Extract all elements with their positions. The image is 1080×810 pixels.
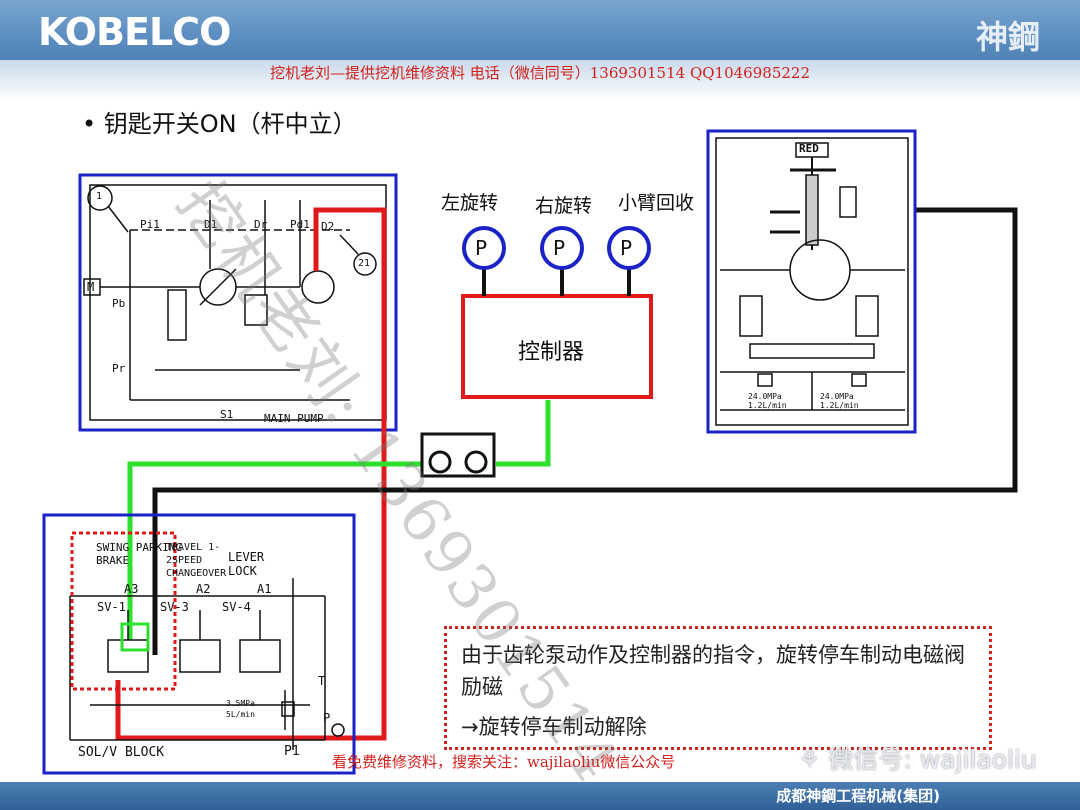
wechat-icon: ⚘ xyxy=(798,745,821,774)
swing-motor-schematic xyxy=(715,137,909,426)
port-d2: D2 xyxy=(321,220,335,233)
slide-bullet: • 钥匙开关ON（杆中立） xyxy=(82,110,357,138)
controller-label: 控制器 xyxy=(518,340,585,365)
valve-sv4: SV-4 xyxy=(222,600,251,614)
valve-sv3: SV-3 xyxy=(160,600,189,614)
valve-sv1: SV-1 xyxy=(97,600,126,614)
port-p1: P1 xyxy=(284,744,300,759)
port-s1: S1 xyxy=(220,408,234,421)
sensor-left-swing xyxy=(462,226,506,270)
contact-line: 挖机老刘—提供挖机维修资料 电话（微信同号）1369301514 QQ10469… xyxy=(269,64,810,82)
sensor-p-arm: P xyxy=(620,236,633,260)
header-bar xyxy=(0,0,1080,68)
port-a1: A1 xyxy=(257,582,272,596)
gear-pump-wheel-left xyxy=(428,450,452,474)
footer-company: 成都神鋼工程机械(集团) xyxy=(776,787,940,805)
explanation-note: 由于齿轮泵动作及控制器的指令，旋转停车制动电磁阀励磁 →旋转停车制动解除 xyxy=(444,626,992,750)
callout-1: 1 xyxy=(96,191,103,202)
port-a3: A3 xyxy=(124,582,139,596)
footer-bar xyxy=(0,782,1080,810)
group-travel: TRAVEL 1-2SPEED CHANGEOVER xyxy=(166,542,227,579)
swing-red-label: RED xyxy=(799,142,819,155)
bullet-text: 钥匙开关ON（杆中立） xyxy=(103,110,357,138)
port-d1: D1 xyxy=(204,218,218,231)
sensor-p-right: P xyxy=(553,236,566,260)
sol-block-frame xyxy=(42,513,356,775)
motor-m: M xyxy=(87,280,95,294)
sensor-arm-in xyxy=(607,226,651,270)
swing-brake-highlight xyxy=(70,531,177,691)
solenoid-highlight xyxy=(120,622,150,652)
port-t: T xyxy=(318,674,326,688)
swing-left-spec-1: 24.0MPa xyxy=(748,392,782,401)
port-dr: Dr xyxy=(254,218,268,231)
sensor-p-left: P xyxy=(475,236,488,260)
wechat-id: 微信号: wajilaoliu xyxy=(828,745,1037,774)
gear-pump-wheel-right xyxy=(464,450,488,474)
wechat-watermark: ⚘ 微信号: wajilaoliu xyxy=(798,740,1037,776)
sol-block-schematic xyxy=(69,578,345,750)
swing-right-spec-2: 1.2L/min xyxy=(820,401,859,410)
sol-block-caption: SOL/V BLOCK xyxy=(78,745,165,760)
label-right-swing: 右旋转 xyxy=(535,195,593,217)
green-line-left xyxy=(127,461,422,640)
controller-box xyxy=(461,294,653,399)
swing-right-spec-1: 24.0MPa xyxy=(820,392,854,401)
port-pi1: Pi1 xyxy=(140,218,160,231)
main-pump-caption: MAIN PUMP xyxy=(264,412,324,425)
group-lever-lock: LEVER LOCK xyxy=(228,550,265,578)
footer-ad: 看免费维修资料，搜索关注：wajilaoliu微信公众号 xyxy=(332,753,676,771)
red-pressure-line xyxy=(115,207,387,741)
label-left-swing: 左旋转 xyxy=(441,192,499,214)
port-p: P xyxy=(323,711,331,725)
group-swing-brake: SWING PARKING BRAKE xyxy=(96,541,183,567)
sensor-right-swing xyxy=(540,226,584,270)
note-line-1: 由于齿轮泵动作及控制器的指令，旋转停车制动电磁阀励磁 xyxy=(461,643,965,699)
brand-logo: KOBELCO xyxy=(38,10,231,54)
swing-left-spec-2: 1.2L/min xyxy=(748,401,787,410)
header-fade xyxy=(0,60,1080,100)
brand-logo-cn: 神鋼 xyxy=(975,18,1040,56)
callout-21: 21 xyxy=(358,258,371,269)
note-line-2: →旋转停车制动解除 xyxy=(461,715,647,739)
relief-spec-2: 5L/min xyxy=(226,710,255,719)
port-pd1: Pd1 xyxy=(290,218,310,231)
relief-spec-1: 3.5MPa xyxy=(226,699,255,708)
port-a2: A2 xyxy=(196,582,211,596)
black-signal-line xyxy=(152,207,1018,655)
green-line-right xyxy=(496,400,551,467)
port-pb: Pb xyxy=(112,297,126,310)
label-arm-in: 小臂回收 xyxy=(618,192,695,214)
main-pump-frame xyxy=(78,173,398,432)
port-pr: Pr xyxy=(112,362,126,375)
